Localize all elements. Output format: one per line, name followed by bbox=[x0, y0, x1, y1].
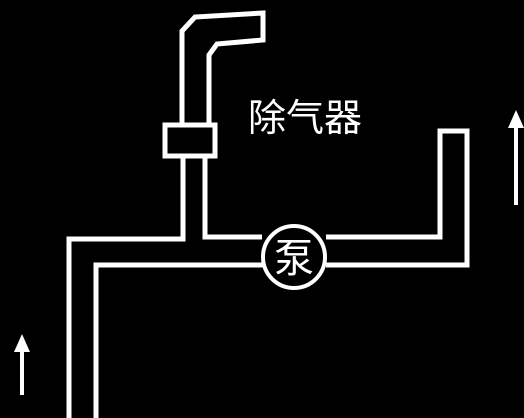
deaerator-label: 除气器 bbox=[248, 96, 362, 140]
deaerator-body bbox=[165, 125, 215, 156]
pump-label: 泵 bbox=[274, 236, 314, 282]
